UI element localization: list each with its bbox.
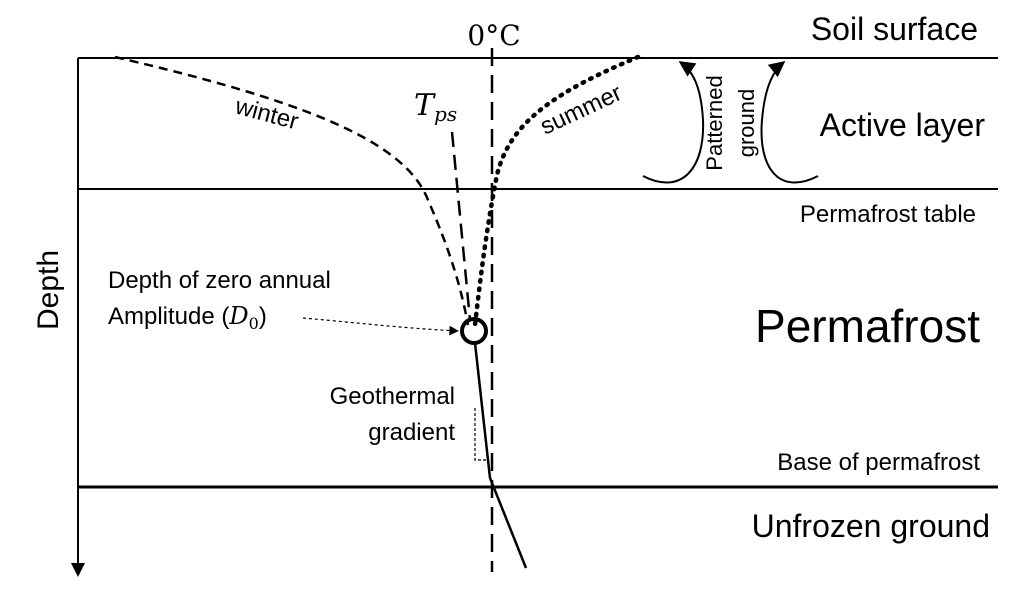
zero-amplitude-close: ): [259, 303, 267, 330]
active-layer-label: Active layer: [820, 107, 986, 143]
patterned-ground-label-line2: ground: [734, 89, 759, 158]
unfrozen-ground-label: Unfrozen ground: [752, 508, 990, 544]
tps-subscript: ps: [434, 102, 457, 126]
base-of-permafrost-label: Base of permafrost: [777, 449, 980, 476]
winter-curve: [114, 55, 470, 326]
geothermal-gradient-triangle: [474, 408, 488, 461]
tps-label: Tps: [414, 88, 457, 126]
zero-amplitude-point: [460, 317, 488, 345]
geothermal-gradient-line: [473, 342, 492, 479]
depth-axis-label: Depth: [32, 250, 65, 330]
soil-surface-label: Soil surface: [811, 11, 978, 47]
zero-amplitude-prefix: Amplitude (: [108, 303, 229, 330]
tps-line: [450, 131, 472, 321]
unfrozen-gradient-line: [488, 477, 528, 569]
zero-amplitude-label-line1: Depth of zero annual: [108, 267, 331, 294]
tps-main: T: [414, 88, 436, 123]
summer-label: summer: [536, 79, 626, 140]
zero-amplitude-pointer: [302, 317, 459, 336]
patterned-ground-arrow-right: [760, 60, 819, 184]
zero-amplitude-symbol: D: [228, 302, 248, 330]
zero-amplitude-label-line2: Amplitude (D0): [108, 302, 267, 333]
geothermal-label-line1: Geothermal: [330, 383, 455, 410]
permafrost-table-label: Permafrost table: [800, 201, 976, 228]
zero-degree-label: 0°C: [467, 19, 520, 52]
zero-amplitude-subscript: 0: [249, 314, 259, 333]
summer-curve: [472, 54, 641, 328]
permafrost-label: Permafrost: [755, 300, 980, 352]
geothermal-label-line2: gradient: [368, 419, 455, 446]
patterned-ground-label-line1: Patterned: [702, 75, 727, 170]
patterned-ground-arrow-left: [642, 61, 705, 184]
